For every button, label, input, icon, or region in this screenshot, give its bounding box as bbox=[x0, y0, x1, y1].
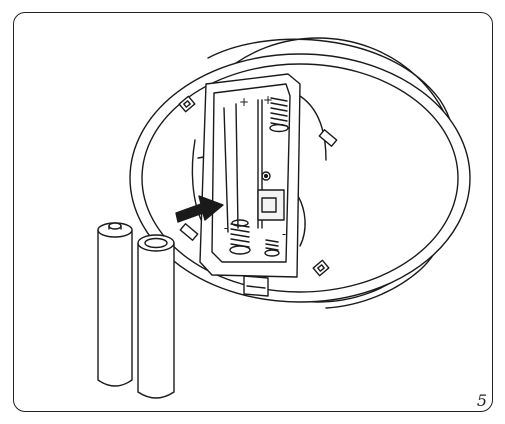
device-body bbox=[129, 37, 471, 309]
page-frame bbox=[13, 12, 493, 412]
bottom-latch bbox=[243, 275, 269, 297]
insert-arrow bbox=[175, 195, 224, 223]
battery-springs bbox=[229, 97, 289, 257]
polarity-mark-top-left: + bbox=[239, 95, 249, 109]
polarity-mark-bottom-right: - bbox=[282, 227, 286, 241]
polarity-mark-bottom-left: - bbox=[224, 221, 228, 235]
aa-battery-left bbox=[97, 222, 133, 387]
page-number: 5 bbox=[476, 391, 487, 410]
clip-marks bbox=[178, 95, 338, 277]
polarity-marks: + + - - bbox=[224, 93, 286, 241]
battery-compartment bbox=[199, 73, 301, 278]
polarity-mark-top-right: + bbox=[263, 93, 273, 107]
aa-battery-right bbox=[137, 234, 175, 399]
